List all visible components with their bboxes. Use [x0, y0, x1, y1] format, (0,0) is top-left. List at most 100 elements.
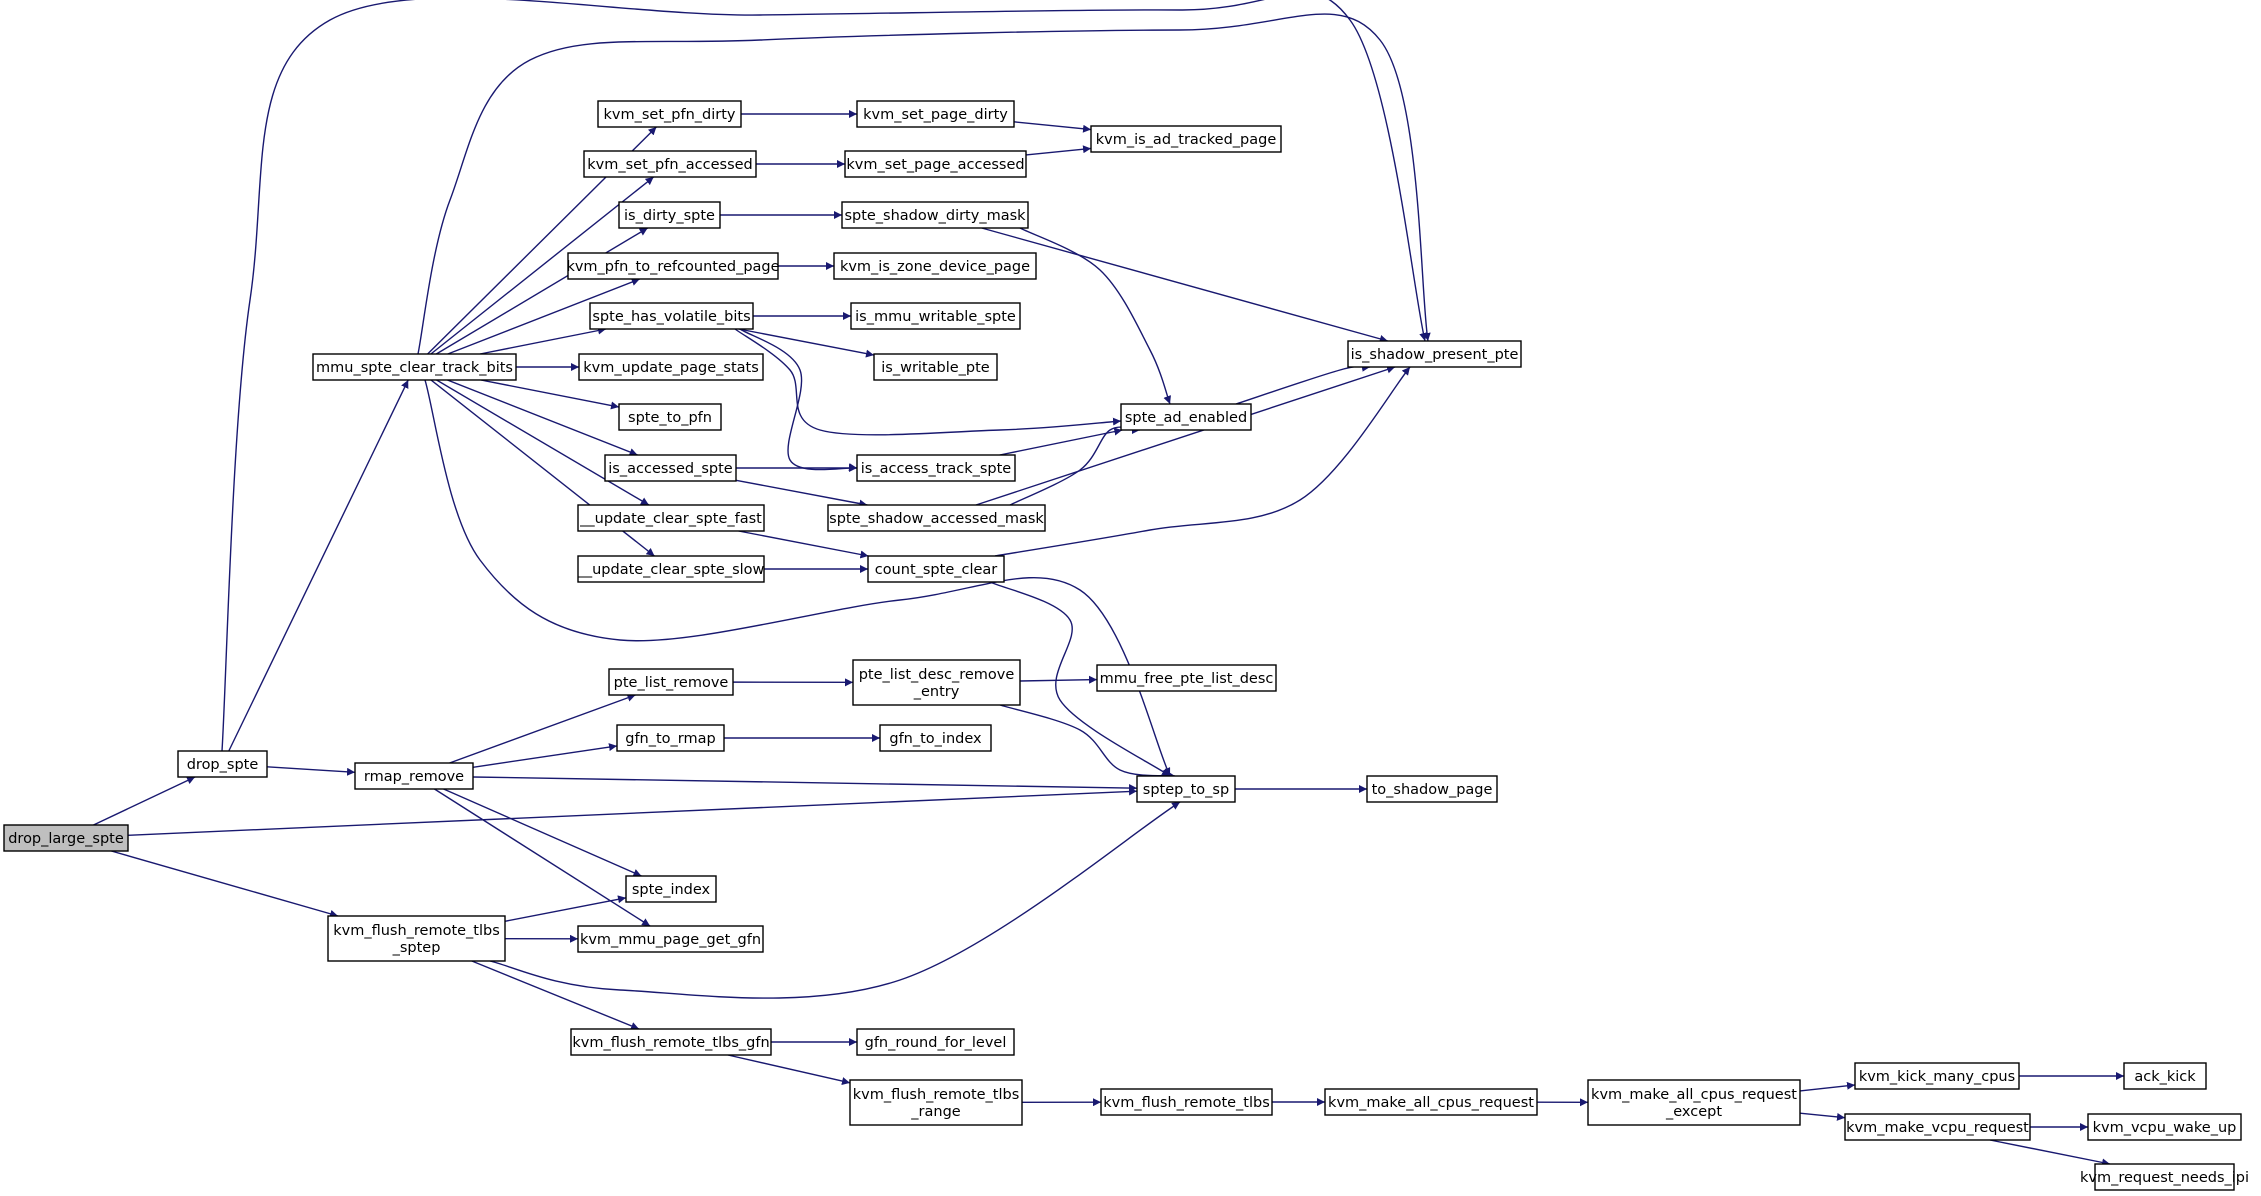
node-rmap_remove[interactable]: rmap_remove — [354, 762, 474, 790]
node-kvm_mmu_page_get_gfn[interactable]: kvm_mmu_page_get_gfn — [577, 925, 764, 953]
node-sptep_to_sp[interactable]: sptep_to_sp — [1136, 775, 1236, 803]
edge-pte_list_desc_remove_entry-to-mmu_free_pte_list_desc — [1019, 675, 1098, 684]
node-spte_shadow_dirty_mask[interactable]: spte_shadow_dirty_mask — [841, 201, 1029, 229]
node-drop_large_spte[interactable]: drop_large_spte — [3, 824, 129, 852]
node-kvm_set_page_accessed[interactable]: kvm_set_page_accessed — [844, 150, 1027, 178]
edge-drop_spte-to-mmu_spte_clear_track_bits — [228, 379, 409, 752]
node-mmu_spte_clear_track_bits[interactable]: mmu_spte_clear_track_bits — [312, 353, 517, 381]
edge-drop_spte-to-is_shadow_present_pte — [221, 0, 1428, 752]
node-label: _range — [910, 1104, 960, 1120]
node-kvm_make_vcpu_request[interactable]: kvm_make_vcpu_request — [1844, 1113, 2031, 1141]
edge-spte_has_volatile_bits-to-is_writable_pte — [738, 328, 875, 358]
node-kvm_pfn_to_refcounted_page[interactable]: kvm_pfn_to_refcounted_page — [566, 252, 780, 280]
edge-drop_large_spte-to-sptep_to_sp — [127, 787, 1138, 836]
node-is_dirty_spte[interactable]: is_dirty_spte — [618, 201, 721, 229]
node-count_spte_clear[interactable]: count_spte_clear — [867, 555, 1005, 583]
node-__update_clear_spte_slow[interactable]: __update_clear_spte_slow — [577, 555, 765, 583]
node-box — [1854, 1062, 2020, 1090]
node-label: pte_list_remove — [614, 675, 729, 691]
node-pte_list_desc_remove_entry[interactable]: pte_list_desc_remove_entry — [852, 659, 1021, 706]
node-label: drop_large_spte — [8, 831, 124, 847]
node-box — [879, 724, 992, 752]
node-label: __update_clear_spte_slow — [577, 562, 765, 578]
node-box — [2087, 1113, 2242, 1141]
node-to_shadow_page[interactable]: to_shadow_page — [1366, 775, 1498, 803]
node-box — [327, 915, 506, 962]
edge-rmap_remove-to-spte_index — [443, 788, 642, 877]
node-label: kvm_set_page_accessed — [846, 157, 1024, 173]
node-kvm_flush_remote_tlbs_sptep[interactable]: kvm_flush_remote_tlbs_sptep — [327, 915, 506, 962]
node-label: spte_index — [632, 882, 711, 898]
node-label: is_access_track_spte — [861, 461, 1012, 477]
node-box — [604, 454, 737, 482]
edge-rmap_remove-to-kvm_mmu_page_get_gfn — [434, 788, 651, 927]
node-label: kvm_set_pfn_accessed — [587, 157, 753, 173]
node-kvm_kick_many_cpus[interactable]: kvm_kick_many_cpus — [1854, 1062, 2020, 1090]
node-box — [354, 762, 474, 790]
edge-rmap_remove-to-pte_list_remove — [449, 693, 636, 764]
node-kvm_vcpu_wake_up[interactable]: kvm_vcpu_wake_up — [2087, 1113, 2242, 1141]
edge-drop_large_spte-to-drop_spte — [93, 776, 196, 826]
node-drop_spte[interactable]: drop_spte — [177, 750, 268, 778]
node-box — [1136, 775, 1236, 803]
node-label: kvm_make_all_cpus_request — [1591, 1087, 1797, 1103]
node-label: kvm_update_page_stats — [583, 360, 759, 376]
node-gfn_round_for_level[interactable]: gfn_round_for_level — [856, 1028, 1015, 1056]
node-gfn_to_rmap[interactable]: gfn_to_rmap — [616, 724, 725, 752]
node-kvm_set_pfn_accessed[interactable]: kvm_set_pfn_accessed — [583, 150, 757, 178]
node-label: mmu_spte_clear_track_bits — [316, 360, 513, 376]
node-spte_index[interactable]: spte_index — [625, 875, 717, 903]
node-ack_kick[interactable]: ack_kick — [2123, 1062, 2207, 1090]
node-kvm_flush_remote_tlbs_gfn[interactable]: kvm_flush_remote_tlbs_gfn — [570, 1028, 772, 1056]
node-kvm_set_pfn_dirty[interactable]: kvm_set_pfn_dirty — [597, 100, 742, 128]
node-is_accessed_spte[interactable]: is_accessed_spte — [604, 454, 737, 482]
node-kvm_flush_remote_tlbs_range[interactable]: kvm_flush_remote_tlbs_range — [849, 1079, 1023, 1126]
node-label: kvm_is_zone_device_page — [840, 259, 1030, 275]
node-kvm_is_ad_tracked_page[interactable]: kvm_is_ad_tracked_page — [1090, 125, 1282, 153]
node-is_writable_pte[interactable]: is_writable_pte — [873, 353, 998, 381]
node-kvm_make_all_cpus_request_except[interactable]: kvm_make_all_cpus_request_except — [1587, 1079, 1801, 1126]
node-kvm_flush_remote_tlbs[interactable]: kvm_flush_remote_tlbs — [1100, 1088, 1273, 1116]
node-box — [177, 750, 268, 778]
node-is_mmu_writable_spte[interactable]: is_mmu_writable_spte — [850, 302, 1021, 330]
node-label: spte_ad_enabled — [1125, 410, 1247, 426]
node-kvm_make_all_cpus_request[interactable]: kvm_make_all_cpus_request — [1324, 1088, 1538, 1116]
edge-kvm_make_all_cpus_request_except-to-kvm_make_vcpu_request — [1799, 1112, 1846, 1121]
edge-kvm_flush_remote_tlbs_gfn-to-kvm_flush_remote_tlbs_range — [727, 1054, 851, 1085]
node-kvm_set_page_dirty[interactable]: kvm_set_page_dirty — [856, 100, 1015, 128]
node-spte_to_pfn[interactable]: spte_to_pfn — [618, 403, 722, 431]
node-kvm_request_needs_ipi[interactable]: kvm_request_needs_ipi — [2080, 1163, 2249, 1191]
node-box — [577, 925, 764, 953]
node-kvm_is_zone_device_page[interactable]: kvm_is_zone_device_page — [833, 252, 1037, 280]
node-label: _entry — [913, 684, 960, 700]
node-label: kvm_flush_remote_tlbs — [333, 923, 500, 939]
nodes-layer: drop_large_spte drop_spte rmap_remove kvm_f… — [3, 100, 2249, 1191]
node-spte_has_volatile_bits[interactable]: spte_has_volatile_bits — [589, 302, 754, 330]
node-label: kvm_flush_remote_tlbs — [853, 1087, 1020, 1103]
node-box — [618, 201, 721, 229]
node-label: kvm_kick_many_cpus — [1859, 1069, 2015, 1085]
node-box — [1366, 775, 1498, 803]
node-box — [625, 875, 717, 903]
edge-mmu_spte_clear_track_bits-to-kvm_set_pfn_accessed — [430, 176, 655, 355]
node-label: count_spte_clear — [875, 562, 998, 578]
node-label: gfn_round_for_level — [865, 1035, 1007, 1051]
node-spte_shadow_accessed_mask[interactable]: spte_shadow_accessed_mask — [827, 504, 1046, 532]
node-spte_ad_enabled[interactable]: spte_ad_enabled — [1120, 403, 1252, 431]
node-pte_list_remove[interactable]: pte_list_remove — [608, 668, 734, 696]
node-label: pte_list_desc_remove — [859, 667, 1015, 683]
node-gfn_to_index[interactable]: gfn_to_index — [879, 724, 992, 752]
node-__update_clear_spte_fast[interactable]: __update_clear_spte_fast — [577, 504, 765, 532]
edge-kvm_make_vcpu_request-to-kvm_request_needs_ipi — [1989, 1139, 2111, 1167]
node-box — [844, 150, 1027, 178]
node-is_shadow_present_pte[interactable]: is_shadow_present_pte — [1347, 340, 1522, 368]
node-label: kvm_is_ad_tracked_page — [1096, 132, 1277, 148]
node-label: is_mmu_writable_spte — [855, 309, 1016, 325]
node-box — [577, 504, 765, 532]
node-is_access_track_spte[interactable]: is_access_track_spte — [856, 454, 1016, 482]
node-label: sptep_to_sp — [1143, 782, 1229, 798]
node-kvm_update_page_stats[interactable]: kvm_update_page_stats — [578, 353, 764, 381]
node-mmu_free_pte_list_desc[interactable]: mmu_free_pte_list_desc — [1096, 664, 1277, 692]
node-label: _sptep — [392, 940, 441, 956]
